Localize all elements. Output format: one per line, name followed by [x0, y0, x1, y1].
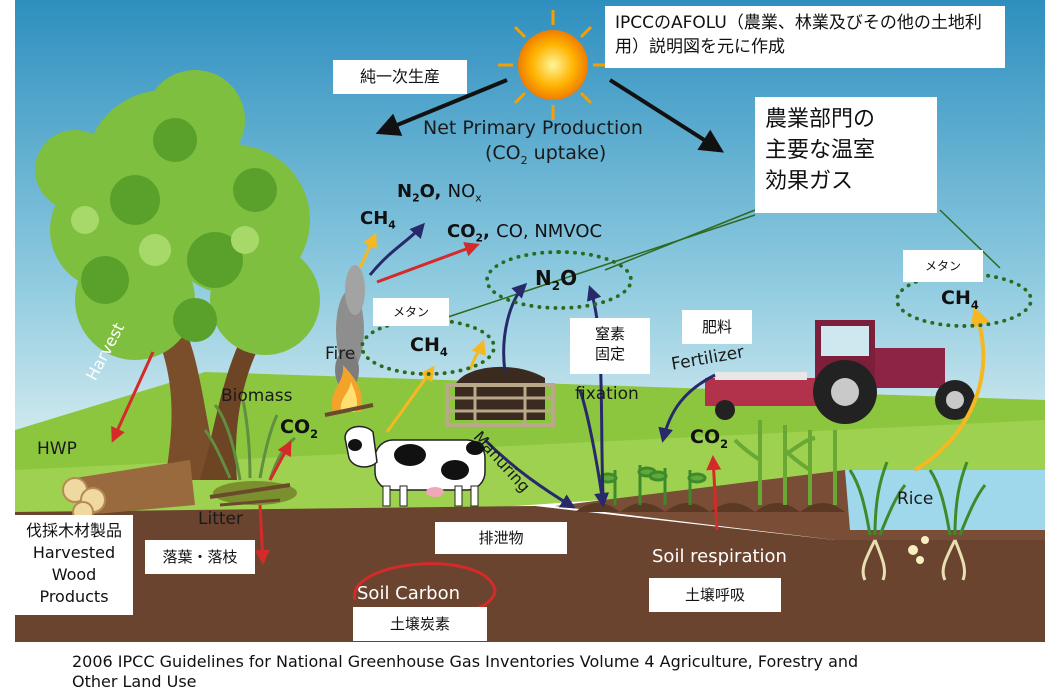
- tractor-icon: [705, 320, 975, 424]
- soil-carbon-label: Soil Carbon: [357, 583, 461, 604]
- fertilizer-arrow: [658, 373, 716, 443]
- logs: [62, 460, 195, 523]
- fire-co2-arrow: [376, 242, 480, 284]
- manure-jp-box: 排泄物: [435, 522, 567, 554]
- fire-ch4-num: 4: [388, 218, 396, 232]
- ch4-livestock-num: 4: [439, 344, 448, 359]
- n2o-num: 2: [551, 279, 561, 293]
- fire-co2-num: 2: [475, 231, 484, 245]
- npp-sub-pre: (CO: [485, 142, 521, 164]
- rice-plants: [848, 461, 987, 536]
- cow-icon: [344, 425, 486, 507]
- cow-ch4-arrow: [385, 365, 435, 433]
- fire-co2-a: CO: [447, 221, 476, 242]
- fire-n2o-formula: N2O, NOx: [397, 183, 482, 204]
- fire-ch4-arrow: [358, 232, 377, 269]
- manuring-arrow: [483, 438, 576, 509]
- n2o-ring: [485, 250, 633, 310]
- ghg-title-line3: 効果ガス: [765, 168, 854, 194]
- fixation-arrow: [578, 389, 610, 508]
- hwp-en-line2: Wood: [51, 565, 97, 585]
- soil-resp-label: Soil respiration: [652, 546, 787, 567]
- fixation-jp-line1: 窒素: [594, 325, 625, 343]
- fire-n2o-arrow: [368, 222, 425, 276]
- methane-box-livestock: メタン: [373, 298, 449, 326]
- npp-arrow-right: [608, 78, 725, 153]
- fire-nox-num: x: [475, 191, 482, 205]
- biomass-co2-num: 2: [310, 426, 319, 441]
- npp-label: Net Primary Production: [423, 117, 643, 139]
- source-caption: 2006 IPCC Guidelines for National Greenh…: [72, 652, 1002, 692]
- fixation-jp-line2: 固定: [594, 345, 625, 364]
- litter-jp-box: 落葉・落枝: [145, 540, 255, 574]
- soil-co2-a: CO: [690, 426, 721, 448]
- npp-sub-post: uptake): [527, 142, 607, 164]
- hwp-jp-line: 伐採木材製品: [25, 521, 122, 540]
- ch4-rice-a: CH: [941, 287, 971, 309]
- tree: [35, 70, 320, 480]
- ghg-title-line2: 主要な温室: [765, 137, 876, 163]
- hwp-en-line1: Harvested: [32, 543, 116, 563]
- litter-soil-arrow: [254, 504, 270, 565]
- npp-sub-num: 2: [520, 153, 528, 167]
- soil-block: [15, 506, 1045, 642]
- fire-label: Fire: [325, 344, 356, 364]
- fire-co2-formula: CO2, CO, NMVOC: [447, 223, 602, 244]
- fire-n2o-b: O,: [419, 181, 442, 202]
- n2o-b: O: [560, 266, 578, 290]
- soil-carbon-jp-box: 土壌炭素: [353, 607, 487, 641]
- hwp-label: HWP: [37, 439, 77, 459]
- biomass-co2-formula: CO2: [280, 418, 318, 440]
- fire-n2o-a: N: [397, 181, 413, 202]
- fire-co2-b: ,: [483, 221, 490, 242]
- hwp-jp-box: 伐採木材製品 Harvested Wood Products: [15, 515, 133, 615]
- fire-other-gases: CO, NMVOC: [496, 221, 603, 242]
- caption-line1: 2006 IPCC Guidelines for National Greenh…: [72, 652, 859, 671]
- fire-icon: [324, 365, 374, 417]
- npp-arrow-left: [375, 78, 508, 136]
- fire-ch4-text: CH: [360, 208, 389, 229]
- ch4-rice-formula: CH4: [941, 289, 979, 311]
- npp-sub-label: (CO2 uptake): [485, 143, 606, 167]
- ch4-livestock-a: CH: [410, 334, 440, 356]
- ghg-diagram-scene: IPCCのAFOLU（農業、林業及びその他の土地利用）説明図を元に作成 純一次生…: [15, 0, 1045, 642]
- caption-line2: Other Land Use: [72, 672, 197, 691]
- ghg-title-box: 農業部門の 主要な温室 効果ガス: [755, 97, 937, 213]
- ch4-livestock-formula: CH4: [410, 336, 448, 358]
- fire-n2o-num: 2: [412, 191, 420, 205]
- biomass-co2-arrow: [268, 440, 292, 481]
- hwp-en-line3: Products: [39, 587, 109, 607]
- biomass-label: Biomass: [221, 386, 293, 406]
- seedlings: [598, 465, 707, 505]
- methane-box-rice: メタン: [903, 250, 983, 282]
- fertilizer-jp-box: 肥料: [682, 310, 752, 344]
- fire-ch4-formula: CH4: [360, 210, 396, 231]
- fire-nox-a: NO: [447, 181, 476, 202]
- soil-co2-num: 2: [720, 436, 729, 451]
- rice-ch4-arrow: [913, 306, 990, 472]
- credit-note-box: IPCCのAFOLU（農業、林業及びその他の土地利用）説明図を元に作成: [605, 6, 1005, 68]
- n2o-a: N: [535, 266, 552, 290]
- rice-label: Rice: [897, 489, 934, 509]
- litter-label: Litter: [198, 509, 243, 529]
- ghg-title-line1: 農業部門の: [765, 107, 876, 132]
- rice-roots: [861, 539, 967, 581]
- n2o-formula: N2O: [535, 268, 577, 292]
- soil-co2-formula: CO2: [690, 428, 728, 450]
- methane-bubbles: [908, 536, 929, 564]
- npp-jp-box: 純一次生産: [333, 60, 467, 94]
- litter-pile: [209, 481, 297, 507]
- corn-plants: [733, 420, 837, 505]
- fixation-jp-box: 窒素 固定: [570, 318, 650, 374]
- rice-paddy-water: [845, 470, 1045, 530]
- soil-resp-jp-box: 土壌呼吸: [649, 578, 781, 612]
- fixation-label: fixation: [575, 384, 639, 404]
- ch4-rice-num: 4: [970, 297, 979, 312]
- soil-resp-arrow: [706, 455, 722, 531]
- manure-bin: [445, 366, 555, 427]
- harvest-arrow: [111, 351, 155, 443]
- biomass-co2-a: CO: [280, 416, 311, 438]
